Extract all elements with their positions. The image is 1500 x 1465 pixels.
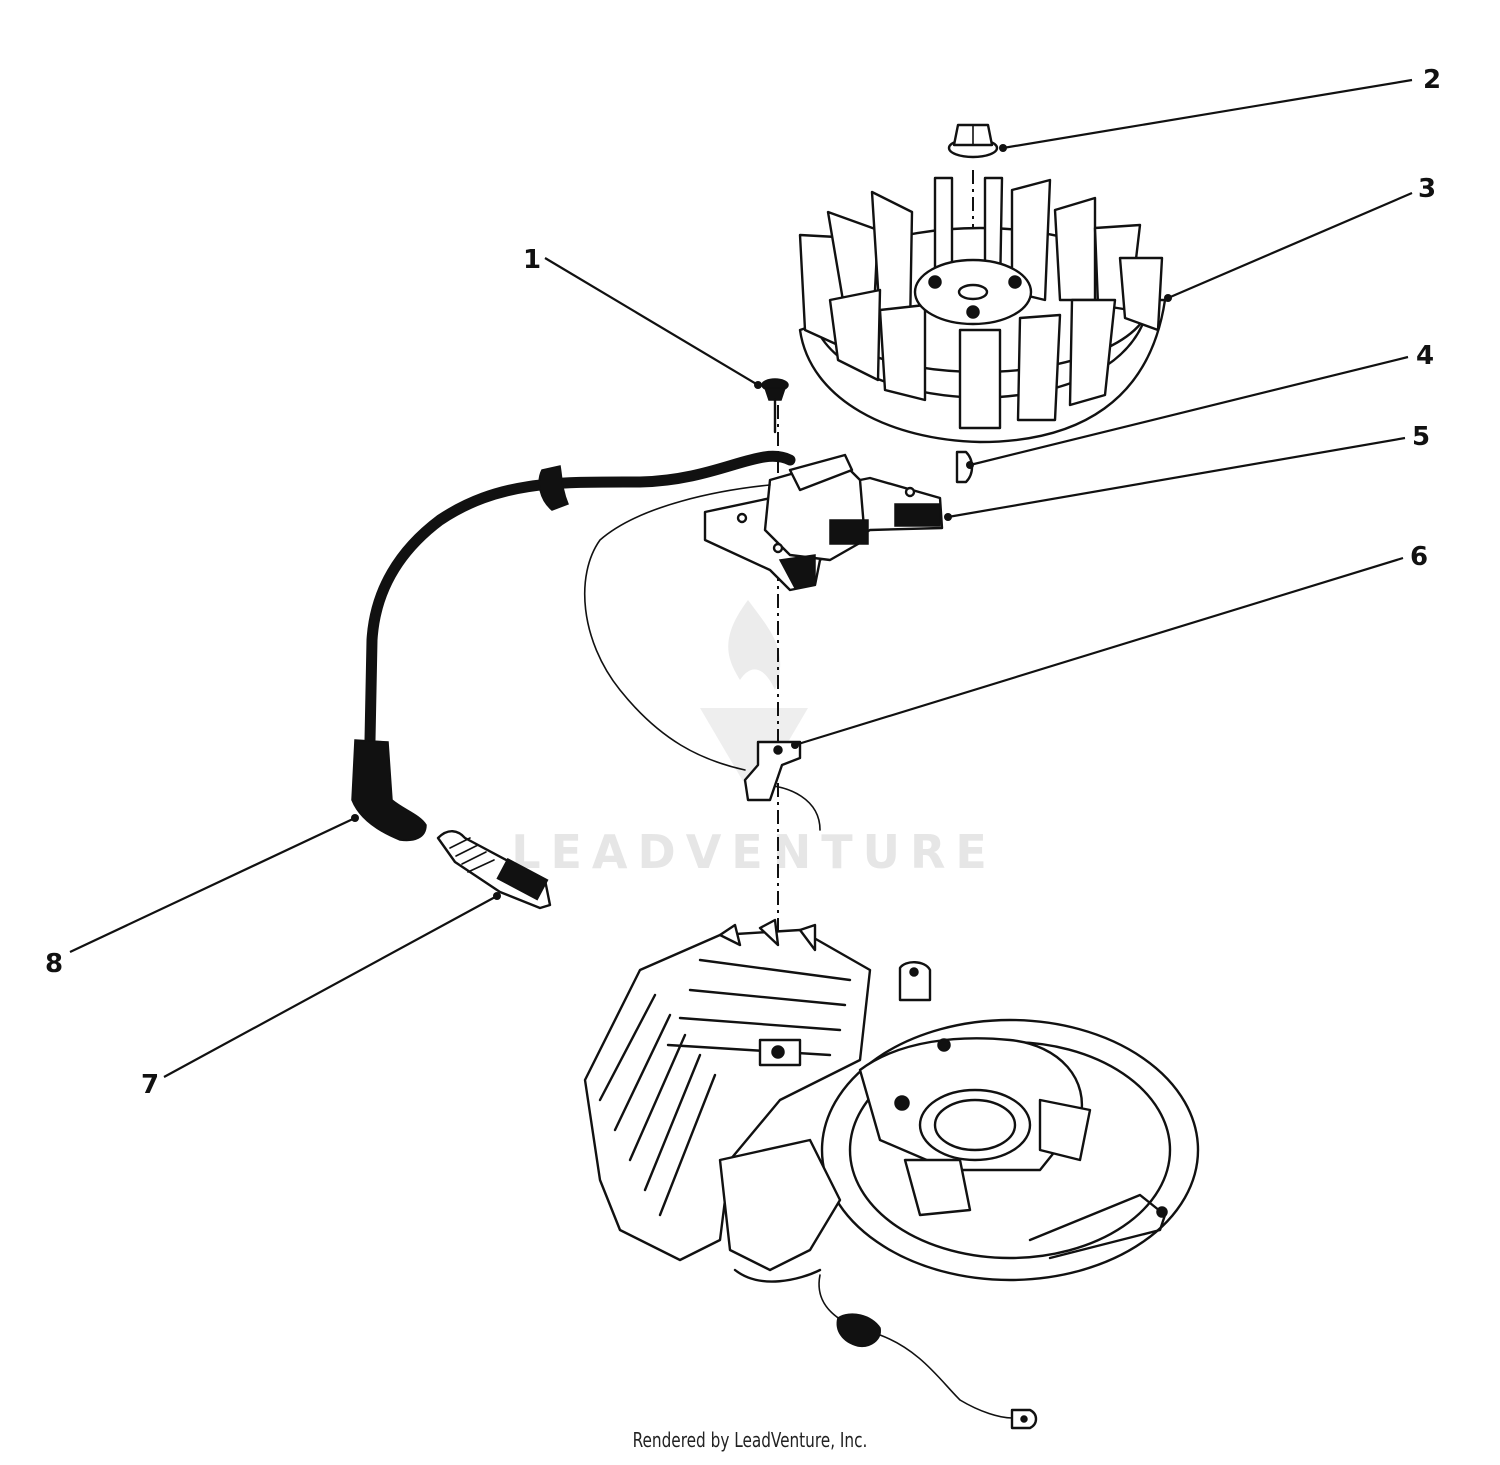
callout-8: 8	[45, 814, 359, 979]
mounting-screw	[761, 378, 789, 434]
flywheel	[798, 176, 1167, 444]
flywheel-key	[955, 450, 974, 484]
watermark: LEADVENTURE	[511, 600, 997, 879]
stop-switch-wire	[818, 1274, 1038, 1430]
callout-6-label: 6	[1410, 542, 1428, 572]
watermark-flame-icon	[728, 600, 781, 690]
callout-7-label: 7	[141, 1070, 159, 1100]
callout-1-label: 1	[523, 245, 541, 275]
callout-1: 1	[523, 245, 762, 389]
callout-2: 2	[999, 65, 1441, 152]
engine-block	[583, 918, 1200, 1283]
callout-8-label: 8	[45, 949, 63, 979]
callout-2-label: 2	[1423, 65, 1441, 95]
callout-3: 3	[1164, 174, 1436, 302]
callout-5: 5	[944, 422, 1430, 521]
callout-7: 7	[141, 892, 501, 1100]
callout-5-label: 5	[1412, 422, 1430, 452]
footer-credit: Rendered by LeadVenture, Inc.	[632, 1428, 868, 1452]
spark-plug	[436, 830, 552, 910]
callout-3-label: 3	[1418, 174, 1436, 204]
ignition-module	[703, 453, 944, 592]
watermark-text: LEADVENTURE	[511, 825, 997, 879]
flywheel-nut	[947, 123, 999, 159]
ground-bracket	[743, 740, 802, 802]
callout-4: 4	[966, 341, 1434, 469]
watermark-v-icon	[700, 708, 808, 800]
callout-6: 6	[791, 542, 1428, 749]
callouts: 1 2 3 4 5 6 7	[45, 65, 1441, 1100]
spark-plug-lead	[351, 450, 796, 842]
callout-4-label: 4	[1416, 341, 1434, 371]
